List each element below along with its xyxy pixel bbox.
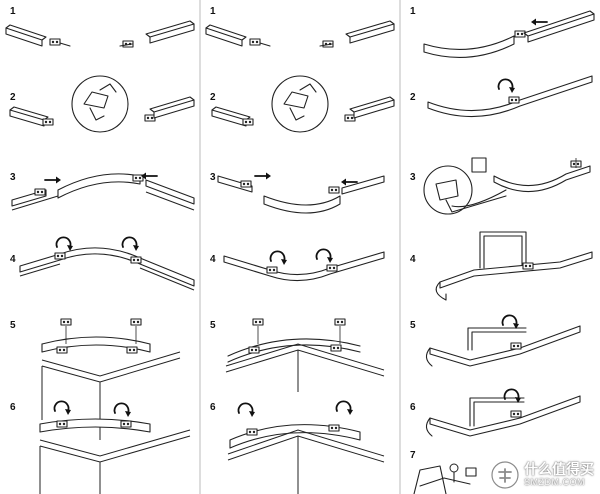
step-7-panel: 7: [410, 450, 477, 494]
step-2-panel: 2: [410, 75, 593, 118]
step-number: 2: [10, 92, 16, 103]
step-number: 1: [10, 6, 16, 17]
step-number: 2: [410, 92, 416, 103]
step-4-panel: 4: [10, 236, 195, 291]
smzdm-logo-icon: [491, 461, 519, 489]
step-3-panel: 3: [410, 157, 591, 215]
step-6-panel: 6: [210, 400, 385, 494]
step-4-panel: 4: [210, 248, 385, 282]
step-number: 4: [10, 254, 16, 265]
step-number: 3: [410, 172, 416, 183]
column-3: 1 2 3 4: [410, 6, 595, 494]
step-number: 6: [210, 402, 216, 413]
step-number: 4: [210, 254, 216, 265]
watermark-cn: 什么值得买: [524, 461, 594, 478]
step-number: 4: [410, 254, 416, 265]
step-number: 1: [210, 6, 216, 17]
step-1-panel: 1: [5, 6, 195, 48]
step-5-panel: 5: [210, 318, 385, 392]
step-1-panel: 1: [205, 6, 395, 48]
step-number: 1: [410, 6, 416, 17]
step-2-panel: 2: [210, 75, 395, 133]
step-number: 5: [210, 320, 216, 331]
column-2: 1 2 3: [205, 6, 395, 494]
watermark-en: SMZDM.COM: [524, 476, 585, 487]
step-5-panel: 5: [10, 318, 181, 440]
step-number: 2: [210, 92, 216, 103]
watermark-text: 什么值得买 SMZDM.COM: [524, 463, 594, 487]
step-number: 6: [10, 402, 16, 413]
step-6-panel: 6: [410, 388, 581, 437]
step-number: 6: [410, 402, 416, 413]
step-4-panel: 4: [410, 231, 593, 301]
step-number: 7: [410, 450, 416, 461]
step-1-panel: 1: [410, 6, 595, 58]
step-number: 5: [410, 320, 416, 331]
step-number: 5: [10, 320, 16, 331]
column-1: 1 2 3: [5, 6, 195, 494]
step-number: 3: [10, 172, 16, 183]
step-3-panel: 3: [210, 171, 385, 214]
step-6-panel: 6: [10, 400, 191, 494]
step-3-panel: 3: [10, 171, 195, 211]
watermark: 什么值得买 SMZDM.COM: [490, 460, 594, 490]
step-5-panel: 5: [410, 314, 581, 367]
step-2-panel: 2: [9, 75, 195, 133]
step-number: 3: [210, 172, 216, 183]
